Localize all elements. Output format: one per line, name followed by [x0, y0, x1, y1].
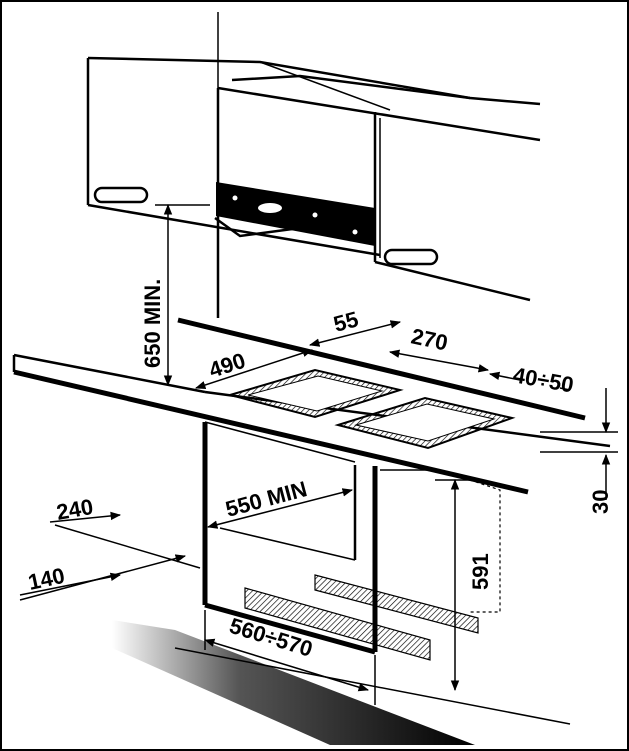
- label-490: 490: [206, 348, 249, 383]
- label-650-min: 650 MIN.: [140, 279, 165, 368]
- wall-cabinet: [86, 12, 541, 318]
- handle-icon: [383, 248, 439, 266]
- base-cabinet: [202, 421, 501, 661]
- label-550-min: 550 MIN: [223, 476, 310, 522]
- label-140: 140: [26, 563, 67, 595]
- label-270: 270: [409, 323, 450, 355]
- handle-icon: [93, 186, 149, 204]
- extractor-bracket: [216, 182, 375, 246]
- label-240: 240: [55, 494, 96, 525]
- label-30: 30: [588, 490, 613, 514]
- label-40-50: 40÷50: [511, 362, 575, 397]
- label-55: 55: [331, 306, 361, 336]
- dimension-lines: [19, 203, 618, 705]
- hob-cutouts: [226, 368, 516, 450]
- wall-line: [177, 317, 586, 421]
- label-591: 591: [468, 553, 493, 590]
